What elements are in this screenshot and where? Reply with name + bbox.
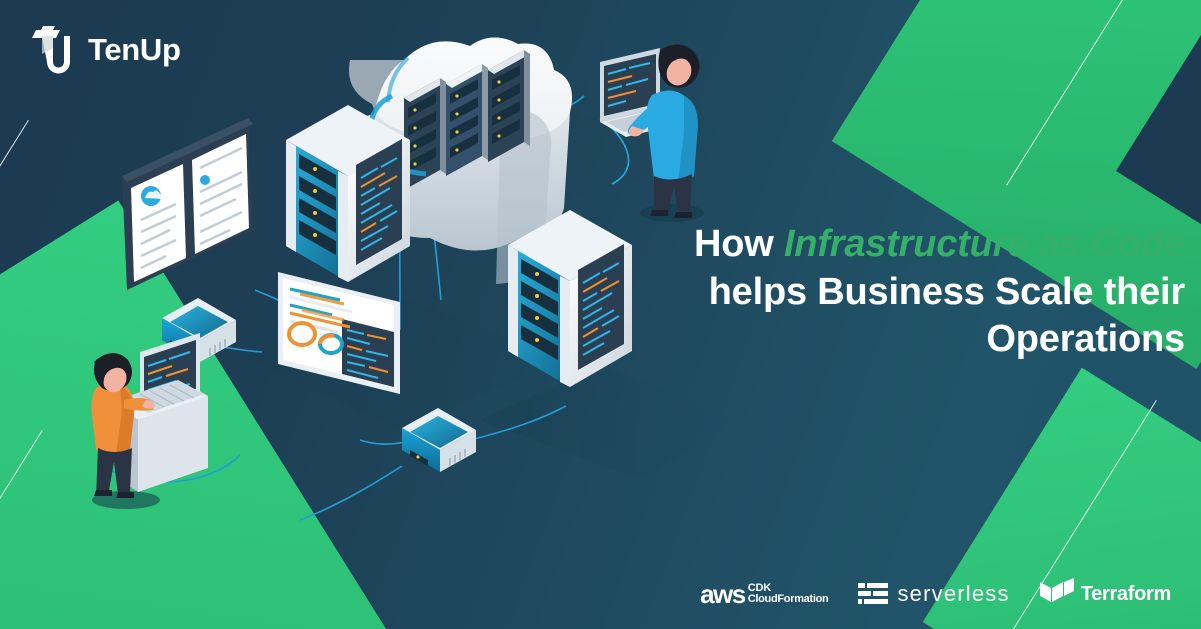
aws-cdk-cloudformation-logo: aws CDK CloudFormation — [700, 579, 829, 609]
brand-logo[interactable]: TenUp — [26, 22, 181, 78]
brand-name: TenUp — [88, 32, 181, 67]
serverless-mark-icon — [858, 583, 889, 604]
laptop-code-lines — [607, 62, 651, 107]
aws-wordmark: aws — [700, 579, 746, 609]
aws-cdk-label: CDK — [747, 581, 771, 594]
doc-bullet — [200, 175, 210, 185]
cloud-server-racks — [404, 50, 530, 190]
code-lines-left — [360, 157, 398, 251]
isometric-cloud-infrastructure-illustration — [91, 37, 740, 521]
headline-part-2: helps Business Scale their Operations — [708, 270, 1186, 360]
tenup-logo-icon — [32, 26, 70, 74]
code-panel-right — [578, 244, 624, 370]
monitor-code-lines — [346, 329, 389, 379]
terraform-wordmark: Terraform — [1080, 582, 1172, 605]
server-tower-right — [508, 210, 632, 387]
page-headline: How Infrastructure as Code helps Busines… — [665, 221, 1185, 362]
code-panel-left — [356, 139, 402, 265]
tablet-documents — [122, 118, 253, 290]
server-slots-left — [299, 154, 336, 255]
headline-part-1: How — [693, 223, 784, 266]
desktop-monitor-dashboard — [278, 272, 400, 394]
network-switch-lower — [402, 408, 476, 472]
code-lines-right — [582, 262, 620, 356]
terraform-logo: Terraform — [1039, 578, 1172, 610]
doc-text-lines — [140, 146, 243, 270]
partner-logo-strip: aws CDK CloudFormation serverless — [700, 578, 1171, 610]
server-slots-right — [521, 259, 558, 360]
serverless-wordmark: serverless — [897, 581, 1010, 606]
terraform-mark-icon — [1039, 578, 1074, 602]
cloud-icon — [141, 186, 164, 206]
developer-at-workstation — [91, 333, 208, 509]
aws-cloudformation-label: CloudFormation — [747, 593, 829, 605]
dashboard-donut-charts — [287, 321, 344, 355]
server-tower-left — [286, 105, 410, 282]
serverless-logo: serverless — [858, 581, 1009, 607]
developer-with-laptop — [600, 44, 704, 222]
headline-emphasis: Infrastructure as Code — [783, 223, 1185, 266]
